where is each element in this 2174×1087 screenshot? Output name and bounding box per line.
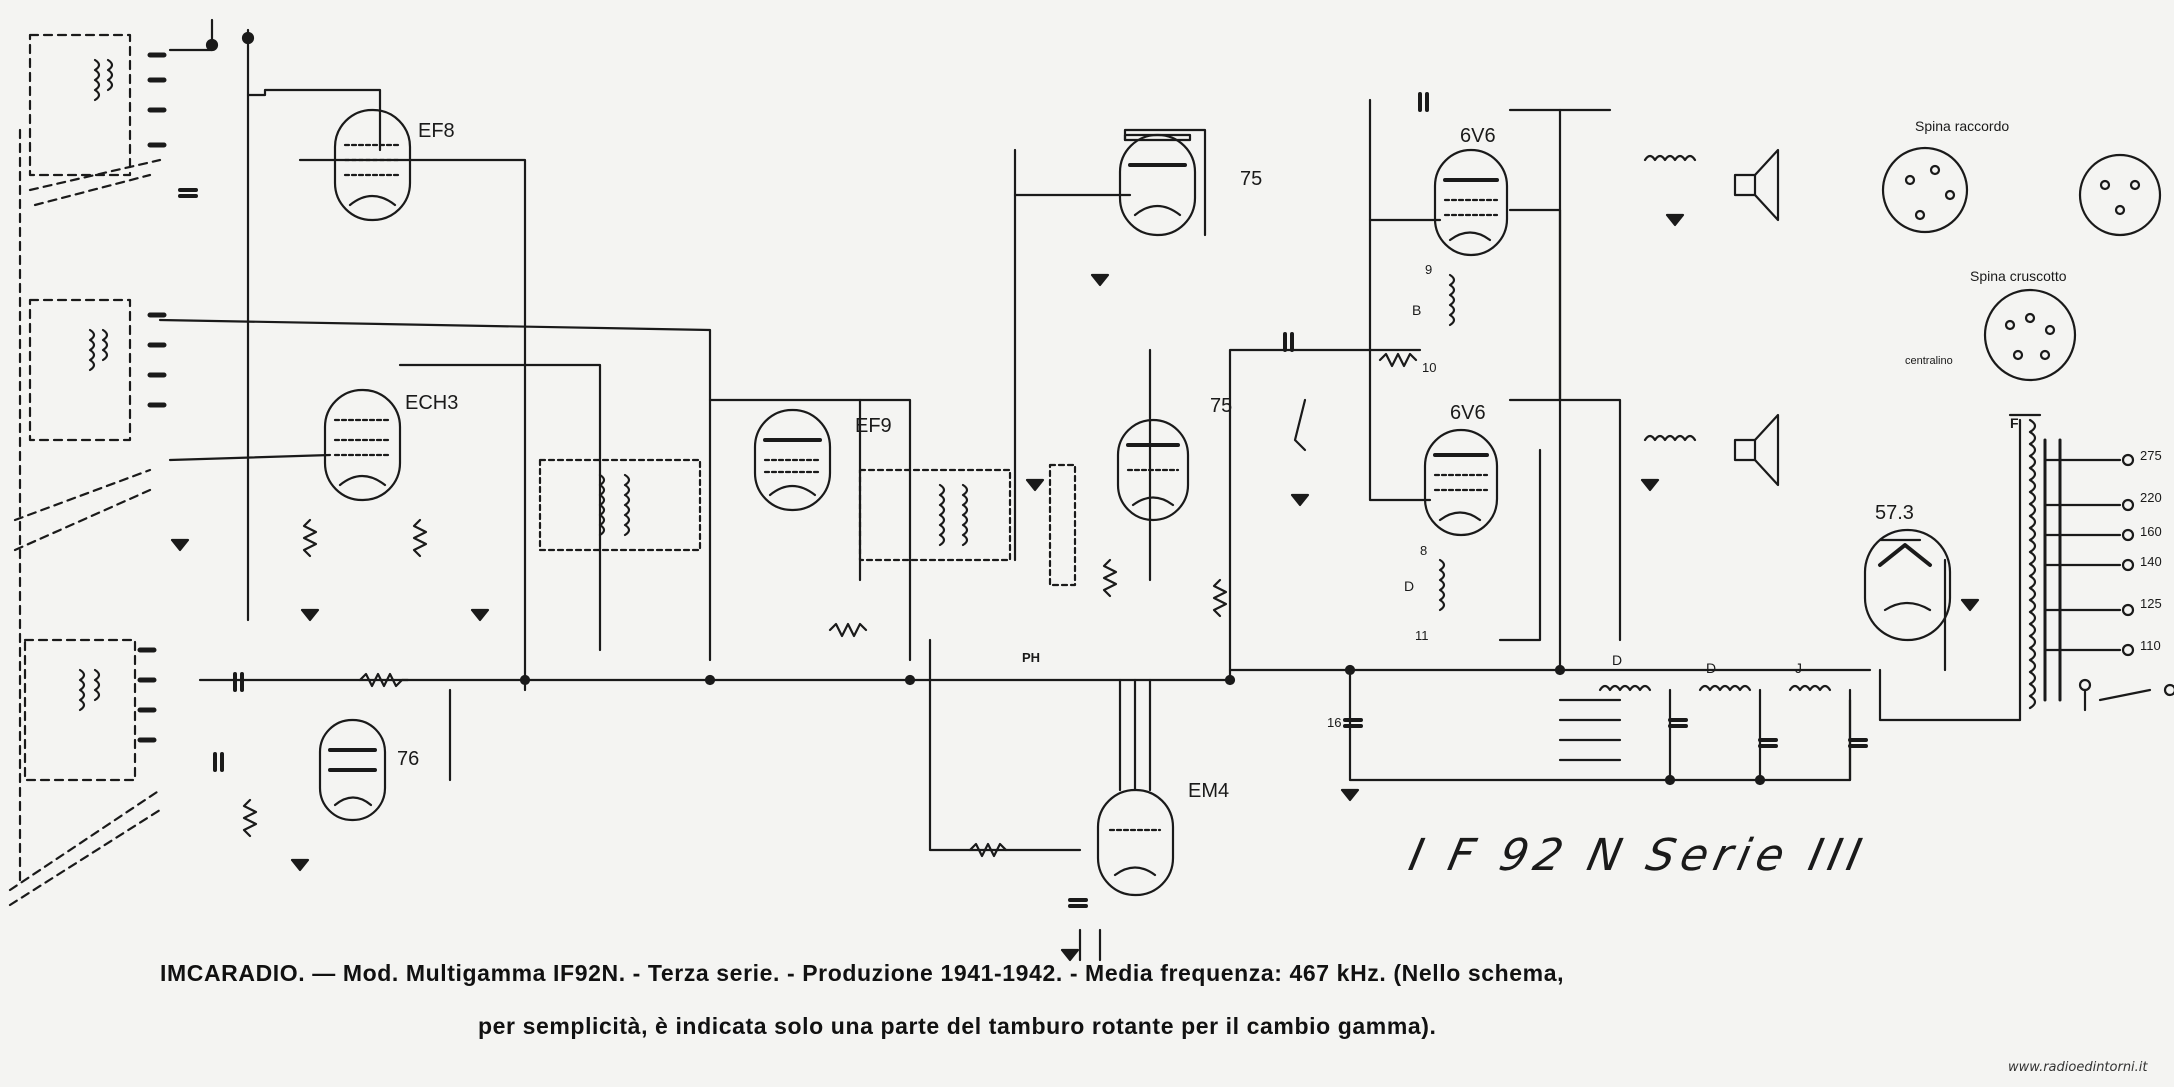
resistors — [242, 352, 1418, 858]
label-c16: 16 — [1327, 715, 1342, 730]
label-pin-11: 11 — [1415, 628, 1429, 643]
label-choke-j: J — [1795, 660, 1802, 676]
label-pin-9: 9 — [1425, 262, 1433, 277]
switch-contacts — [137, 52, 167, 743]
label-choke-d2: D — [1706, 660, 1717, 676]
watermark: www.radioedintorni.it — [2008, 1060, 2148, 1075]
junction-dots — [519, 664, 1766, 786]
caption-line-1: IMCARADIO. — Mod. Multigamma IF92N. - Te… — [160, 960, 1565, 986]
label-choke-d1: D — [1612, 652, 1623, 668]
tube-label-75-top: 75 — [1240, 168, 1263, 190]
vacuum-tubes — [318, 108, 1952, 897]
if-transformer-cans — [538, 458, 1077, 587]
caption-line-2: per semplicità, è indicata solo una part… — [478, 1013, 1437, 1039]
label-spina-raccordo: Spina raccordo — [1915, 118, 2010, 134]
tap-275: 275 — [2140, 448, 2162, 463]
model-handwritten-label: I F 92 N Serie III — [1404, 830, 1872, 881]
if-transformer-coils — [598, 154, 2062, 710]
tube-label-ech3: ECH3 — [405, 392, 459, 414]
input-coils — [78, 58, 114, 712]
tube-label-6v6-bottom: 6V6 — [1450, 402, 1486, 424]
connector-sockets — [1881, 146, 2162, 382]
tap-125: 125 — [2140, 596, 2162, 611]
tube-label-ef8: EF8 — [418, 120, 455, 142]
mains-tap-wires — [2043, 453, 2174, 712]
capacitors — [178, 92, 1868, 908]
tap-160: 160 — [2140, 524, 2162, 539]
label-ph: PH — [1022, 650, 1041, 665]
ground-symbols — [170, 213, 1980, 962]
tube-label-76: 76 — [397, 748, 420, 770]
label-pin-8: 8 — [1420, 543, 1428, 558]
label-spina-cruscotto: Spina cruscotto — [1970, 268, 2067, 284]
label-centralino: centralino — [1905, 355, 1953, 367]
tube-label-6v6-top: 6V6 — [1460, 125, 1496, 147]
tap-140: 140 — [2140, 554, 2162, 569]
label-coil-d: D — [1404, 578, 1415, 594]
label-pin-10: 10 — [1422, 360, 1437, 375]
label-coil-b: B — [1412, 302, 1422, 318]
speakers — [1733, 148, 1780, 487]
tap-220: 220 — [2140, 490, 2162, 505]
label-transformer-f: F — [2010, 415, 2019, 431]
tube-label-em4: EM4 — [1188, 780, 1230, 802]
tube-label-75-mid: 75 — [1210, 395, 1233, 417]
band-switch-frames — [8, 33, 162, 907]
tube-label-573: 57.3 — [1875, 502, 1914, 524]
tube-label-ef9: EF9 — [855, 415, 892, 437]
tap-110: 110 — [2140, 638, 2161, 653]
